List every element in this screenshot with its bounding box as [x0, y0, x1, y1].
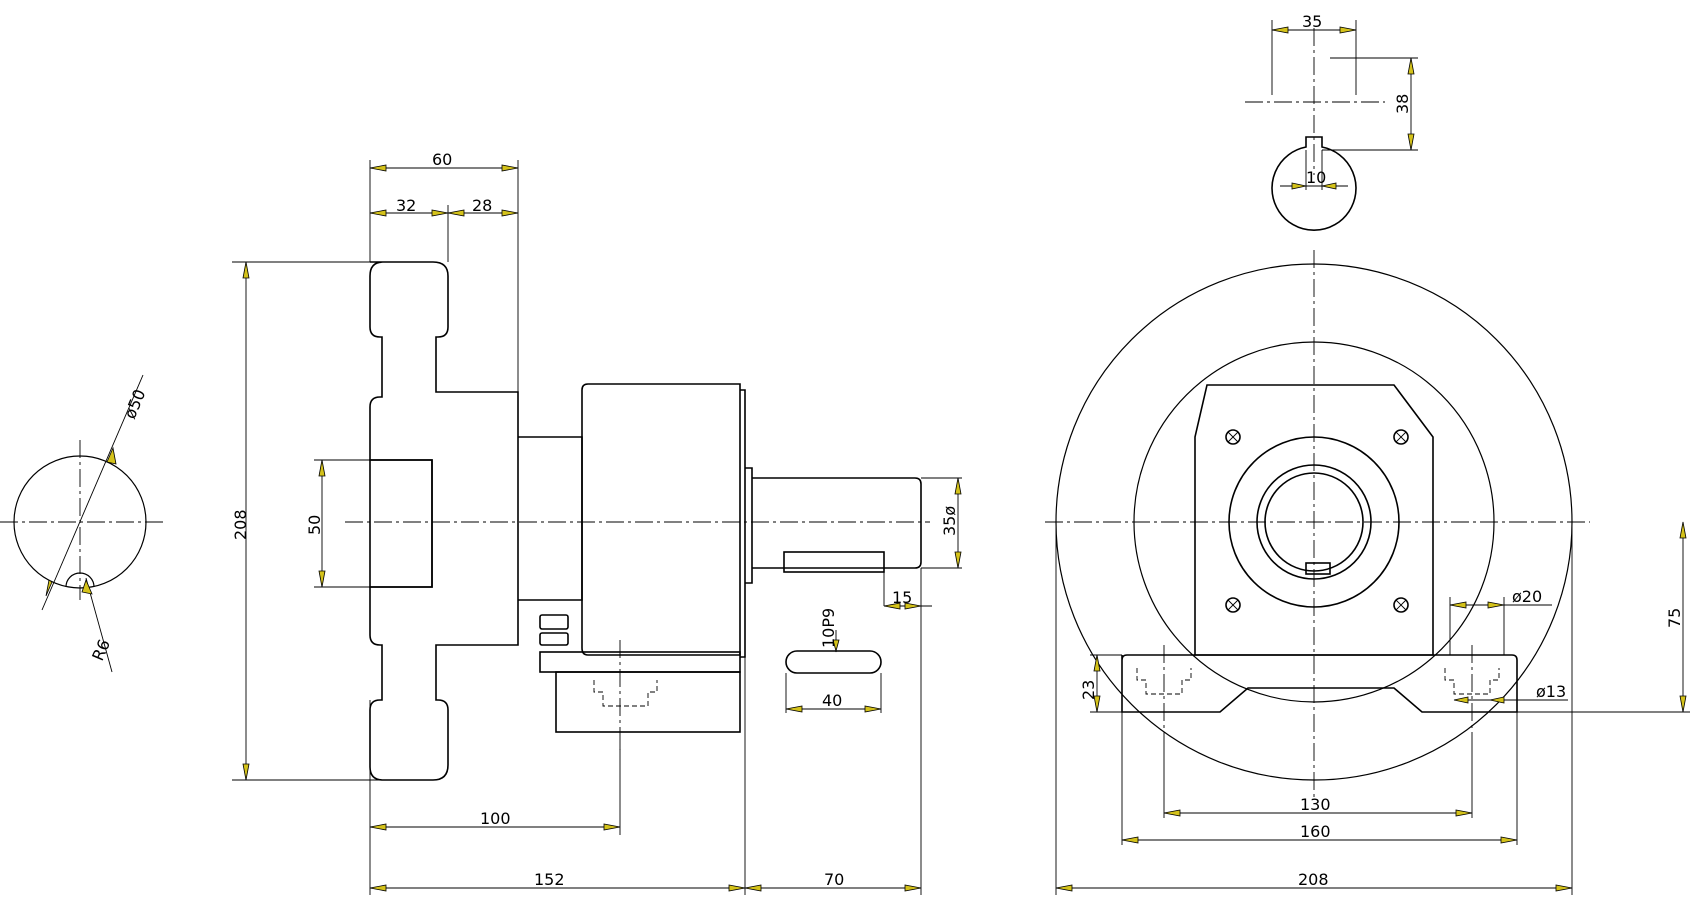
keyway-arc — [65, 572, 95, 588]
dim-40-label: 40 — [822, 691, 842, 710]
dim-35-section-label: 35 — [1302, 12, 1322, 31]
shaft-key — [783, 551, 885, 573]
hub-view: ø50 R6 — [0, 374, 165, 673]
dim-10-label: 10 — [1306, 168, 1326, 187]
dim-15-label: 15 — [892, 588, 912, 607]
front-view: 208 160 130 75 23 ø20 ø13 — [1045, 250, 1690, 895]
dim-20-label: ø20 — [1512, 587, 1542, 606]
dim-160-label: 160 — [1300, 822, 1331, 841]
dim-130-label: 130 — [1300, 795, 1331, 814]
dim-100-label: 100 — [480, 809, 511, 828]
bolt-top-left — [1225, 429, 1241, 445]
neck — [518, 436, 583, 601]
small-plug — [539, 614, 569, 630]
dim-70-label: 70 — [824, 870, 844, 889]
keyway-slot — [1305, 562, 1331, 575]
dim-38-label: 38 — [1393, 94, 1412, 114]
small-plug-2 — [539, 632, 569, 646]
dim-10p9-label: 10P9 — [819, 608, 838, 648]
bolt-bottom-right — [1393, 597, 1409, 613]
dim-75-label: 75 — [1665, 608, 1684, 628]
base-foot — [555, 671, 741, 733]
dim-32-label: 32 — [396, 196, 416, 215]
dim-152-label: 152 — [534, 870, 565, 889]
r6-label: R6 — [88, 637, 114, 664]
bolt-hidden — [593, 680, 658, 707]
shaft-section: 35 38 10 — [1245, 12, 1418, 232]
bolt-top-right — [1393, 429, 1409, 445]
bore-cavity — [369, 459, 433, 588]
output-shaft — [752, 477, 922, 569]
dia50-label: ø50 — [120, 386, 149, 421]
flange-edge — [740, 389, 746, 658]
base-plate — [1121, 654, 1518, 713]
bolt-bottom-left — [1225, 597, 1241, 613]
dim-23-label: 23 — [1079, 680, 1098, 700]
dim-208-side-label: 208 — [231, 509, 250, 540]
pulley-section — [369, 261, 519, 781]
gearbox-body — [581, 383, 741, 656]
dim-208-front-label: 208 — [1298, 870, 1329, 889]
dia50-leader — [41, 374, 144, 611]
shaft-section-outline — [1271, 136, 1357, 232]
left-bolt-hidden — [1136, 668, 1192, 695]
dim-13-label: ø13 — [1536, 682, 1566, 701]
dim-28-label: 28 — [472, 196, 492, 215]
key-slot — [785, 650, 882, 674]
dim-35-side-label: 35ø — [940, 506, 959, 536]
right-bolt-hidden — [1444, 668, 1500, 695]
dim-60-label: 60 — [432, 150, 452, 169]
shaft-collar — [745, 467, 753, 584]
dim-50-label: 50 — [305, 515, 324, 535]
side-view: 60 32 28 208 50 100 152 70 — [231, 150, 962, 895]
